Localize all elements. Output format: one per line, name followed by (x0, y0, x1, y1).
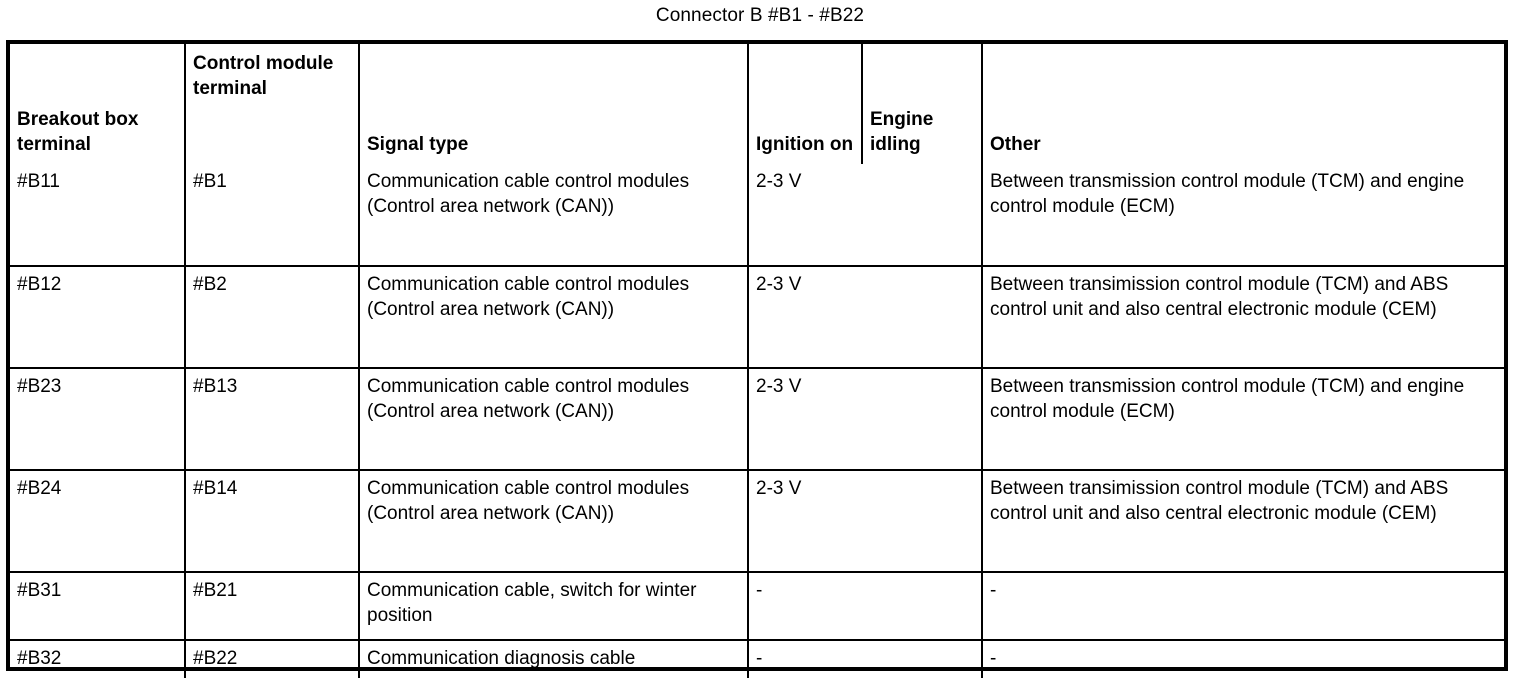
cell-other: - (990, 648, 997, 669)
cell-other: Between transimission control module (TC… (982, 470, 1506, 573)
cell-signal-type: Communication cable, switch for winter p… (359, 572, 749, 641)
cell-other: Between transmission control module (TCM… (982, 368, 1506, 471)
cell-ignition-on: 2-3 V (748, 164, 983, 267)
cell-breakout-terminal: #B11 (10, 164, 186, 267)
column-header-engine-idling: Engine idling (862, 44, 983, 164)
table-row: #B12 #B2 Communication cable control mod… (10, 266, 1506, 369)
table-row: #B31 #B21 Communication cable, switch fo… (10, 572, 1506, 641)
cell-ignition-on: - (748, 640, 983, 678)
connector-pinout-table-container: Breakout box terminal Control module ter… (6, 40, 1508, 678)
cell-signal-type: Communication cable control modules (Con… (359, 164, 749, 267)
column-header-signal-type: Signal type (359, 44, 749, 164)
column-header-ignition-on: Ignition on (748, 44, 863, 164)
column-header-breakout-box-terminal: Breakout box terminal (10, 44, 186, 164)
table-row: #B23 #B13 Communication cable control mo… (10, 368, 1506, 471)
cell-other: Between transimission control module (TC… (982, 266, 1506, 369)
cell-ignition-on: 2-3 V (748, 266, 983, 369)
table-body: #B11 #B1 Communication cable control mod… (10, 164, 1506, 678)
table-row: #B11 #B1 Communication cable control mod… (10, 164, 1506, 267)
connector-pinout-table: Breakout box terminal Control module ter… (10, 44, 1506, 678)
cell-breakout-terminal: #B23 (10, 368, 186, 471)
cell-module-terminal: #B22 (185, 640, 360, 678)
cell-other: - (982, 572, 1506, 641)
cell-breakout-terminal: #B24 (10, 470, 186, 573)
table-header: Breakout box terminal Control module ter… (10, 44, 1506, 164)
cell-signal-type: Communication cable control modules (Con… (359, 266, 749, 369)
cell-ignition-on: 2-3 V (748, 470, 983, 573)
cell-module-terminal: #B13 (185, 368, 360, 471)
cell-ignition-on: - (748, 572, 983, 641)
table-row: #B24 #B14 Communication cable control mo… (10, 470, 1506, 573)
column-header-control-module-terminal: Control module terminal (185, 44, 360, 164)
cell-breakout-terminal: #B12 (10, 266, 186, 369)
cell-ignition-on: 2-3 V (748, 368, 983, 471)
cell-breakout-terminal: #B32 (10, 640, 186, 678)
column-header-other: Other (990, 134, 1041, 155)
cell-signal-type: Communication cable control modules (Con… (359, 470, 749, 573)
cell-module-terminal: #B14 (185, 470, 360, 573)
cell-signal-type: Communication cable control modules (Con… (359, 368, 749, 471)
cell-breakout-terminal: #B31 (10, 572, 186, 641)
cell-module-terminal: #B2 (185, 266, 360, 369)
cell-other: Between transmission control module (TCM… (982, 164, 1506, 267)
cell-module-terminal: #B1 (185, 164, 360, 267)
table-header-row: Breakout box terminal Control module ter… (10, 44, 1506, 164)
table-row: #B32 #B22 Communication diagnosis cable … (10, 640, 1506, 678)
cell-signal-type: Communication diagnosis cable (359, 640, 749, 678)
page-title: Connector B #B1 - #B22 (655, 5, 865, 26)
cell-module-terminal: #B21 (185, 572, 360, 641)
